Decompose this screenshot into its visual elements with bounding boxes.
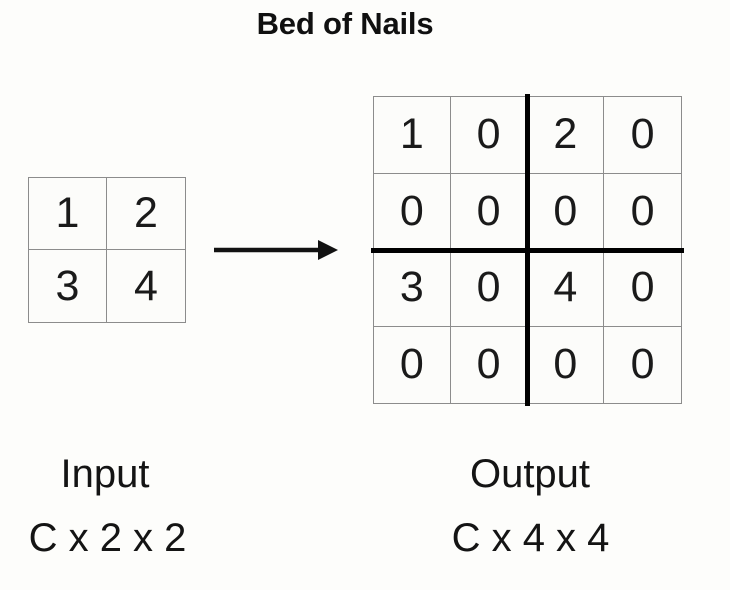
output-cell-r0c0: 1 — [374, 97, 451, 174]
output-cell-r2c2: 4 — [527, 250, 605, 327]
input-label: Input — [60, 452, 150, 496]
output-cell-r3c1: 0 — [450, 326, 528, 403]
transform-arrow-icon — [214, 240, 338, 260]
output-cell-r2c3: 0 — [604, 250, 681, 327]
output-cell-r1c0: 0 — [374, 173, 451, 250]
page-title: Bed of Nails — [256, 6, 434, 41]
output-cell-r2c0: 3 — [374, 250, 451, 327]
input-matrix: 1 2 3 4 — [28, 177, 186, 323]
output-cell-r0c1: 0 — [450, 97, 528, 174]
output-cell-r2c1: 0 — [450, 250, 528, 327]
input-cell-r0c0: 1 — [29, 178, 107, 250]
output-cell-r0c2: 2 — [527, 97, 605, 174]
output-cell-r3c0: 0 — [374, 326, 451, 403]
output-cell-r1c3: 0 — [604, 173, 681, 250]
output-cell-r3c3: 0 — [604, 326, 681, 403]
output-matrix: 1 0 2 0 0 0 0 0 3 0 4 0 0 0 0 0 — [373, 96, 682, 404]
output-cell-r1c2: 0 — [527, 173, 605, 250]
input-cell-r1c0: 3 — [29, 250, 107, 322]
output-dimensions: C x 4 x 4 — [451, 516, 610, 560]
output-cell-r3c2: 0 — [527, 326, 605, 403]
input-dimensions: C x 2 x 2 — [28, 516, 187, 560]
output-cell-r0c3: 0 — [604, 97, 681, 174]
input-cell-r0c1: 2 — [107, 178, 185, 250]
output-label: Output — [469, 452, 591, 496]
input-cell-r1c1: 4 — [107, 250, 185, 322]
output-cell-r1c1: 0 — [450, 173, 528, 250]
